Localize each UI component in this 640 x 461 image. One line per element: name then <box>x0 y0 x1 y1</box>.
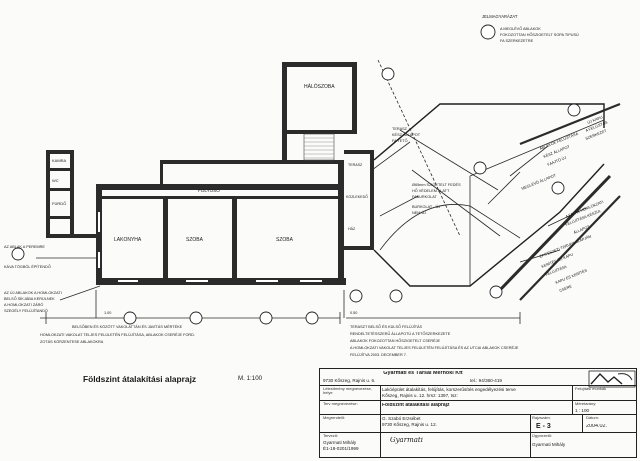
client-value2: 9730 Kőszeg, Rajnis u. 12. <box>382 422 437 427</box>
left-note5: A HOMLOKZATI ZÁRÓ <box>4 302 43 307</box>
dim-label2: 0.50 <box>350 311 357 315</box>
client-label: Megrendelő: <box>323 416 346 420</box>
left-note2: KÁVA TÖGBÓL ÉPÍTENDŐ <box>4 264 51 269</box>
left-note3: AZ ÚJ ABLAKOK A HOMLOKZATI <box>4 290 62 295</box>
legend-line1: A MEGLÉVŐ ABLAKOK <box>500 26 541 31</box>
room-kamra: KAMRA <box>52 158 67 163</box>
room-wc: WC <box>52 178 59 183</box>
left-note6: SZEGÉLY FELÚJÍTANDÓ <box>4 308 48 313</box>
room-haz: HÁZ <box>348 227 356 231</box>
legend-line2: FOKOZOTTAN HŐSZIGETELT SOPA TIPUSÚ <box>500 32 579 37</box>
designer-reg: É1-18-0201/1999 <box>323 446 359 451</box>
right-bottom3: ABLAKOK FOKOZOTTAN HŐSZIGETELT CSERÉJE <box>350 338 441 343</box>
mid-note8: NEM ÚJ <box>412 210 426 215</box>
mid-note4: Ø65mm SZIGETELT FEDÉS <box>412 182 461 187</box>
right-bottom2: RENDELTETÉSSZERŰ ÁLLAPOTÚ A TETŐSZERKEZE… <box>350 331 451 336</box>
dimension-chain <box>40 290 521 324</box>
designer-signature: Gyarmati <box>390 437 423 444</box>
side-note12: CSERE <box>559 284 573 293</box>
house-walls <box>46 62 374 285</box>
date-label: Dátum: <box>586 416 599 420</box>
sheet-scale: M. 1:100 <box>238 375 263 382</box>
company-name: Gyarmati és Társai Mérnöki Kft <box>383 371 463 376</box>
windows-bottom <box>98 212 322 282</box>
project-label2: Felújítási munkák <box>575 387 607 391</box>
company-address: 9730 Kőszeg, Rajnis u. 6. <box>323 378 376 383</box>
room-labels: HÁLÓSZOBA FOLYOSÓ LAKONYHA SZOBA SZOBA K… <box>52 83 368 243</box>
bottom-note2: HOMLOKZATI VAKOLAT TELJES FELÜLETÉN FELÚ… <box>40 332 195 337</box>
project-label: Létesítmény megnevezése, helye <box>323 387 372 396</box>
room-furdo: FÜRDŐ <box>52 201 66 206</box>
title-block: Gyarmati és Társai Mérnöki Kft 9730 Kősz… <box>319 368 637 458</box>
room-folyoso: FOLYOSÓ <box>198 187 220 193</box>
axis-markers <box>11 24 581 325</box>
stair-hatch <box>303 133 335 161</box>
room-szoba1: SZOBA <box>186 237 204 243</box>
left-note4: BELSŐ SÍKJÁBA KERÜLNEK <box>4 296 55 301</box>
legend-line3: FA SZERKEZETRE <box>500 39 534 43</box>
company-logo <box>588 370 636 388</box>
manager-label: Ügyvezető: <box>532 434 553 438</box>
drawing-no-value: É - 3 <box>536 423 551 430</box>
drawing-name-value: Földszint átalakítási alaprajz <box>382 403 450 408</box>
bottom-note3: ZOTÁS KÖRZENTESE ABLAKOKRA <box>40 340 104 344</box>
client-value: G. Szabó Erzsébet <box>382 416 421 421</box>
mid-note7: BURKOLAT - ÚJ <box>412 204 440 209</box>
left-note1: AZ ABLAK A PEREMRE <box>4 245 45 249</box>
scale-value: 1 : 100 <box>575 408 590 413</box>
scale-label: Méretarány: <box>575 402 597 406</box>
manager-value: Gyarmati Mihály <box>532 442 566 447</box>
room-halo: HÁLÓSZOBA <box>304 83 335 90</box>
drawing-no-label: Rajzszám: <box>532 416 551 420</box>
project-value: Lakóépület átalakítás, felújítás, korsze… <box>382 387 516 392</box>
drawing-name-label: Terv megnevezése: <box>323 402 358 406</box>
project-value2: Kőszeg, Rajnis u. 12. hrsz: 1397, tsz: <box>382 393 458 398</box>
mid-note1: TERASZ <box>392 127 408 131</box>
diagonal-wing <box>373 59 621 301</box>
company-tel: tel.: 94/360-419 <box>470 378 502 383</box>
right-bottom5: FELÚJÍTVA 2003. DECEMBER 7. <box>350 352 407 357</box>
legend-title: JELMAGYARÁZAT <box>482 14 518 19</box>
leaders <box>36 141 587 301</box>
mid-note3: FA TETŐ <box>392 138 408 143</box>
right-bottom4: A HOMLOKZATI VAKOLAT TELJES FELÜLETÉN FE… <box>350 345 519 350</box>
dim-label1: 1.00 <box>104 311 111 315</box>
top-right-note1: ÚJ KAPU <box>587 114 604 125</box>
mid-note6: FABURKOLAT <box>412 195 438 199</box>
bottom-note1: BELSŐBEN ÉS KÖZÖTT VAKOLATTÁN ÉS JAVÍTÁS… <box>72 324 183 329</box>
sheet-title: Földszint átalakítási alaprajz <box>83 374 197 384</box>
mid-note2: KÉSZ ÁLLAPOT <box>392 132 421 137</box>
designer-label: Tervező: <box>323 434 339 438</box>
right-bottom1: TERASZT BELSŐ ÉS KÜLSŐ FELÚJÍTÁS <box>350 324 423 329</box>
room-szoba2: SZOBA <box>276 237 294 243</box>
room-kozl: KÖZLEKEDŐ <box>346 194 368 199</box>
mid-note5: HŐ VÉDELEM ALATT <box>412 188 450 193</box>
room-terasz: TERASZ <box>348 163 363 167</box>
room-konyha: LAKONYHA <box>114 237 142 243</box>
designer-value: Gyarmati Mihály <box>323 440 357 445</box>
date-value: 2004.02. <box>586 424 607 429</box>
side-note7: ÁLLAPOT <box>573 225 591 235</box>
